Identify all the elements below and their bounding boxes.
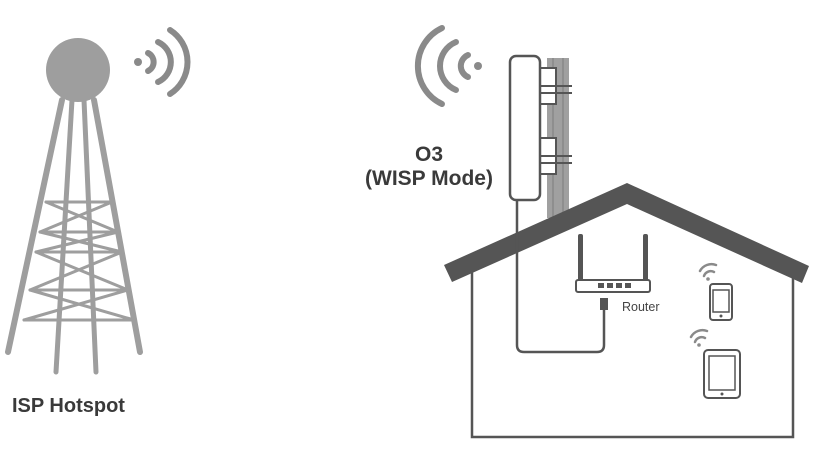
cpe-antenna-icon xyxy=(508,54,542,202)
smartphone-icon xyxy=(709,283,733,321)
wifi-signal-icon xyxy=(689,328,709,347)
tablet-icon xyxy=(703,349,741,399)
o3-device-label: O3 xyxy=(414,143,443,166)
router-label: Router xyxy=(622,300,660,314)
wifi-signal-icon xyxy=(698,262,718,281)
ethernet-cable xyxy=(515,200,606,354)
mounting-bracket xyxy=(537,67,572,175)
isp-hotspot-label: ISP Hotspot xyxy=(12,395,125,417)
radio-tower-icon xyxy=(5,38,143,375)
wifi-signal-icon xyxy=(414,25,482,107)
o3-mode-label: (WISP Mode) xyxy=(365,167,493,190)
router-icon xyxy=(575,234,651,293)
wifi-signal-icon xyxy=(134,27,191,97)
